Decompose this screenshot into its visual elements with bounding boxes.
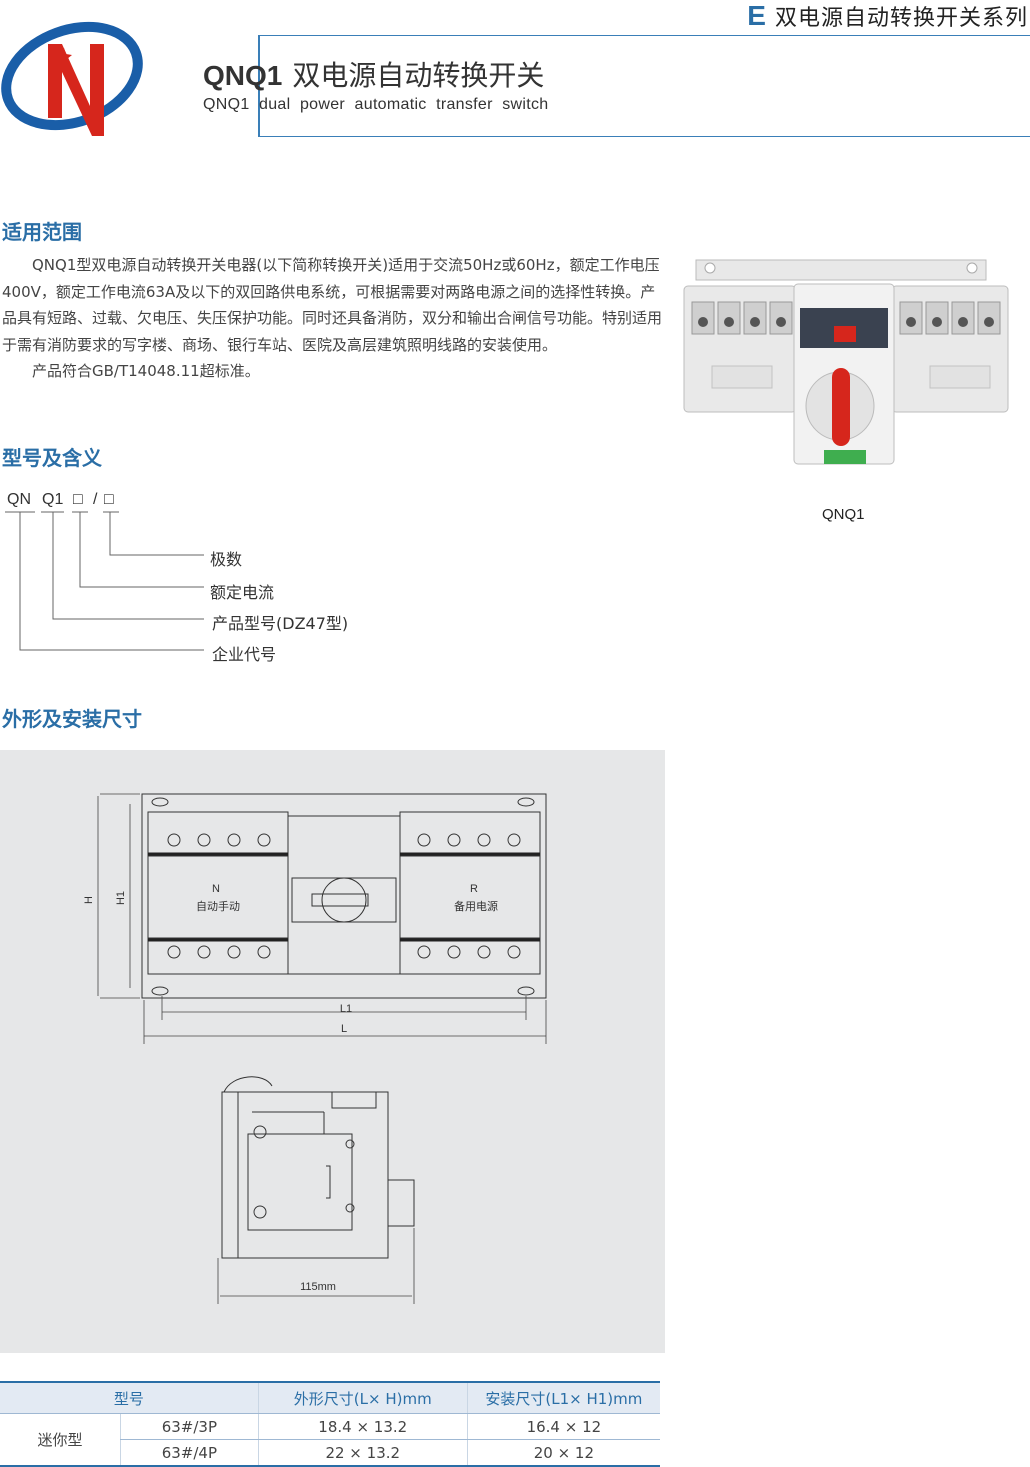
series-letter: E bbox=[747, 0, 767, 31]
front-right-label-r: R bbox=[470, 883, 478, 895]
code-enterprise: QN bbox=[7, 491, 31, 508]
dim-width-label: 115mm bbox=[300, 1281, 336, 1293]
side-view-drawing: 115mm bbox=[217, 1076, 415, 1304]
cell-install: 20 × 12 bbox=[466, 1439, 660, 1467]
page-title: QNQ1 双电源自动转换开关 bbox=[203, 54, 544, 94]
cell-outline: 22 × 13.2 bbox=[257, 1439, 468, 1467]
cell-model: 63#/3P bbox=[120, 1413, 259, 1440]
cell-model: 63#/4P bbox=[120, 1439, 259, 1467]
company-logo bbox=[1, 21, 143, 136]
series-text: 双电源自动转换开关系列 bbox=[774, 6, 1028, 31]
dim-l1-label: L1 bbox=[340, 1003, 352, 1015]
front-left-label-n: N bbox=[212, 883, 220, 895]
dim-h1-label: H1 bbox=[115, 891, 127, 905]
cell-outline: 18.4 × 13.2 bbox=[257, 1413, 468, 1440]
section-heading-dimensions: 外形及安装尺寸 bbox=[2, 707, 142, 731]
section-heading-scope: 适用范围 bbox=[2, 220, 82, 244]
table-row: 迷你型 63#/3P 18.4 × 13.2 16.4 × 12 bbox=[0, 1413, 660, 1467]
scope-paragraph-1: QNQ1型双电源自动转换开关电器(以下简称转换开关)适用于交流50Hz或60Hz… bbox=[2, 256, 663, 354]
section-heading-model: 型号及含义 bbox=[2, 446, 102, 470]
front-left-label-mode: 自动手动 bbox=[196, 899, 240, 913]
model-name: QNQ1 bbox=[203, 60, 283, 91]
table-header-row: 型号 外形尺寸(L× H)mm 安装尺寸(L1× H1)mm bbox=[0, 1381, 660, 1414]
product-photo bbox=[683, 259, 1009, 465]
cell-install: 16.4 × 12 bbox=[466, 1413, 660, 1440]
code-separator: / bbox=[93, 491, 98, 508]
series-title: E 双电源自动转换开关系列 bbox=[747, 0, 1028, 32]
product-caption: QNQ1 bbox=[822, 506, 865, 523]
col-header-install: 安装尺寸(L1× H1)mm bbox=[466, 1381, 660, 1414]
scope-paragraphs: QNQ1型双电源自动转换开关电器(以下简称转换开关)适用于交流50Hz或60Hz… bbox=[2, 252, 670, 385]
spec-table: 型号 外形尺寸(L× H)mm 安装尺寸(L1× H1)mm 迷你型 63#/3… bbox=[0, 1381, 660, 1467]
col-header-outline: 外形尺寸(L× H)mm bbox=[257, 1381, 468, 1414]
legend-poles: 极数 bbox=[210, 550, 243, 569]
front-view-drawing: N 自动手动 R 备用电源 H H1 L1 L bbox=[83, 793, 547, 1044]
scope-paragraph-2: 产品符合GB/T14048.11超标准。 bbox=[32, 362, 260, 380]
code-poles-box: □ bbox=[104, 491, 114, 508]
legend-enterprise-code: 企业代号 bbox=[212, 645, 277, 664]
code-current-box: □ bbox=[73, 491, 83, 508]
row-group-label: 迷你型 bbox=[0, 1413, 121, 1467]
dim-l-label: L bbox=[341, 1023, 347, 1035]
title-cn-text: 双电源自动转换开关 bbox=[292, 59, 545, 92]
page-subtitle: QNQ1 dual power automatic transfer switc… bbox=[203, 96, 549, 113]
front-right-label-backup: 备用电源 bbox=[454, 899, 498, 913]
dimension-drawing-panel bbox=[0, 750, 665, 1353]
code-product: Q1 bbox=[42, 491, 64, 508]
title-frame bbox=[258, 35, 1030, 137]
col-header-model: 型号 bbox=[0, 1381, 259, 1414]
model-code-diagram bbox=[5, 511, 204, 651]
legend-rated-current: 额定电流 bbox=[210, 583, 275, 602]
dim-h-label: H bbox=[83, 896, 95, 904]
legend-product-model: 产品型号(DZ47型) bbox=[212, 614, 349, 633]
